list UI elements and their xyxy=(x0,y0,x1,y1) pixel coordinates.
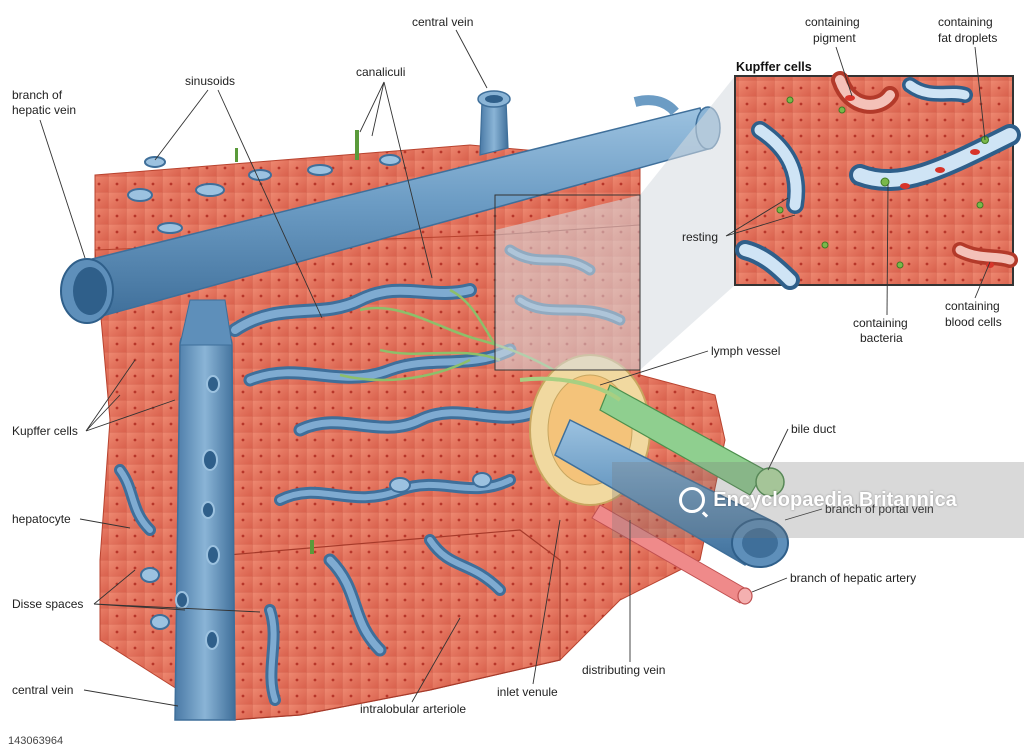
label-bile-duct: bile duct xyxy=(791,422,836,436)
portal-vein-lumen xyxy=(742,528,778,558)
label-branch-of-portal-vein: branch of portal vein xyxy=(825,502,934,516)
label-sinusoids: sinusoids xyxy=(185,74,235,88)
stock-image-id: 143063964 xyxy=(8,735,64,747)
bile-duct xyxy=(599,384,766,496)
label-containing-bacteria-2: bacteria xyxy=(860,331,903,345)
watermark: Encyclopaedia Britannica xyxy=(612,462,1024,538)
label-containing-blood-cells-2: blood cells xyxy=(945,315,1002,329)
sinusoid-openings xyxy=(127,154,492,630)
label-disse-spaces: Disse spaces xyxy=(12,597,83,611)
label-containing-pigment-2: pigment xyxy=(813,31,856,45)
kupffer-cells-inset xyxy=(494,71,1021,371)
label-kupffer-cells-inset: Kupffer cells xyxy=(736,60,812,74)
branch-of-hepatic-artery xyxy=(591,504,749,604)
inset-projection xyxy=(495,76,735,370)
label-containing-bacteria-1: containing xyxy=(853,316,908,330)
diagram-labels: central vein branch of hepatic vein sinu… xyxy=(12,15,1002,716)
label-containing-fat-droplets-2: fat droplets xyxy=(938,31,997,45)
label-inlet-venule: inlet venule xyxy=(497,685,558,699)
central-vein-pores xyxy=(175,375,220,650)
inset-blood-cells xyxy=(845,95,994,268)
label-branch-of-hepatic-artery: branch of hepatic artery xyxy=(790,571,916,585)
label-branch-of-hepatic-vein-1: branch of xyxy=(12,88,63,102)
label-canaliculi: canaliculi xyxy=(356,65,405,79)
label-distributing-vein: distributing vein xyxy=(582,663,665,677)
magnifier-logo-icon xyxy=(679,487,706,513)
watermark-text: Encyclopaedia Britannica xyxy=(713,488,957,511)
stock-footer xyxy=(0,731,1024,753)
portal-triad xyxy=(519,354,789,605)
bile-duct-opening xyxy=(755,467,785,497)
label-branch-of-hepatic-vein-2: hepatic vein xyxy=(12,103,76,117)
label-resting: resting xyxy=(682,230,718,244)
label-hepatocyte: hepatocyte xyxy=(12,512,71,526)
label-kupffer-cells-left: Kupffer cells xyxy=(12,424,78,438)
lymph-vessel xyxy=(519,376,622,402)
central-vein-top-riser xyxy=(479,99,509,156)
label-containing-pigment-1: containing xyxy=(805,15,860,29)
inset-source-box xyxy=(494,194,641,371)
hepatic-vein-lumen xyxy=(73,267,107,315)
hepatic-artery-opening xyxy=(737,587,753,605)
label-central-vein-top: central vein xyxy=(412,15,473,29)
label-lymph-vessel: lymph vessel xyxy=(711,344,780,358)
label-intralobular-arteriole: intralobular arteriole xyxy=(360,702,466,716)
label-containing-blood-cells-1: containing xyxy=(945,299,1000,313)
central-vein-tube xyxy=(174,325,236,721)
branch-of-portal-vein xyxy=(554,418,772,567)
central-vein-vertical xyxy=(174,299,236,721)
watermark-overlay: Encyclopaedia Britannica xyxy=(612,462,1024,538)
inset-sinusoids xyxy=(735,71,1021,290)
label-central-vein-bottom: central vein xyxy=(12,683,73,697)
label-containing-fat-droplets-1: containing xyxy=(938,15,993,29)
